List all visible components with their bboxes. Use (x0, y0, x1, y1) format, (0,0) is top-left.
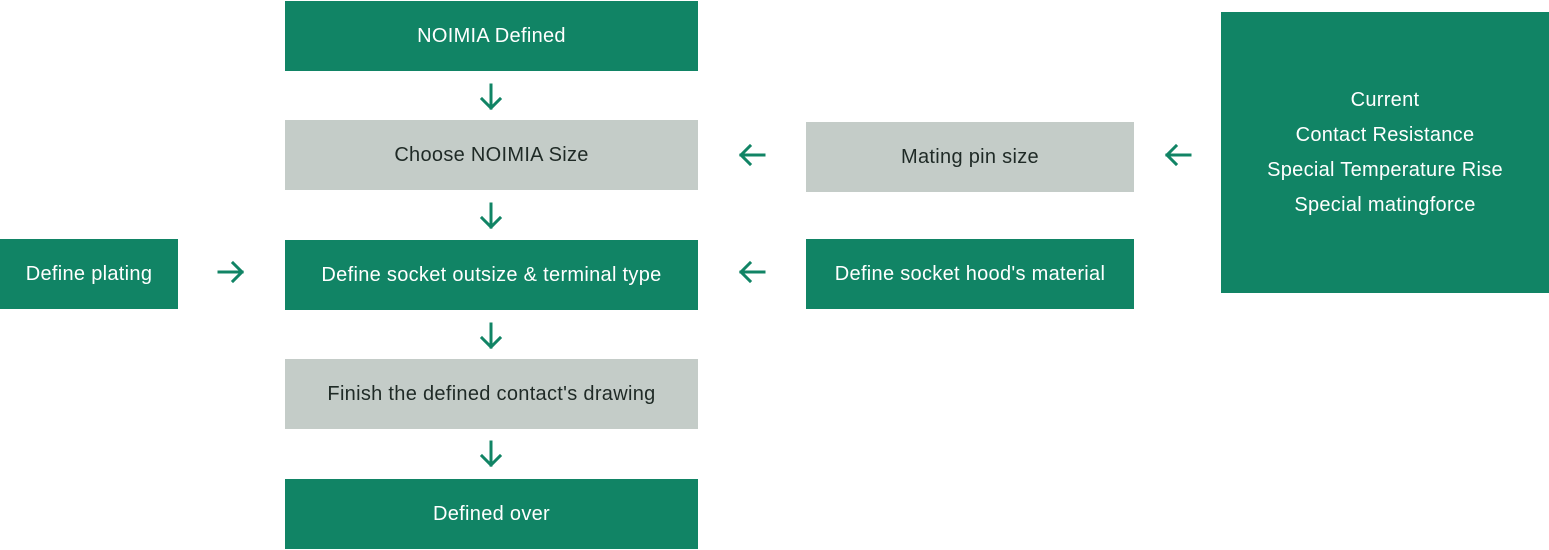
arrow-down-icon (476, 321, 506, 351)
requirement-item: Special matingforce (1294, 193, 1476, 216)
arrow-down-icon (476, 439, 506, 469)
node-label: Define socket outsize & terminal type (321, 263, 662, 286)
node-choose-size: Choose NOIMIA Size (285, 120, 698, 190)
node-label: Finish the defined contact's drawing (327, 382, 656, 405)
node-define-plating: Define plating (0, 239, 178, 309)
node-define-socket: Define socket outsize & terminal type (285, 240, 698, 310)
node-defined-over: Defined over (285, 479, 698, 549)
node-label: NOIMIA Defined (417, 24, 566, 47)
node-mating-pin-size: Mating pin size (806, 122, 1134, 192)
arrow-left-icon (737, 257, 767, 287)
requirement-item: Contact Resistance (1295, 123, 1475, 146)
arrow-down-icon (476, 201, 506, 231)
node-label: Defined over (433, 502, 550, 525)
node-label: Mating pin size (901, 145, 1039, 168)
arrow-left-icon (1163, 140, 1193, 170)
requirement-item: Special Temperature Rise (1267, 158, 1503, 181)
node-noimia-defined: NOIMIA Defined (285, 1, 698, 71)
requirement-item: Current (1350, 88, 1420, 111)
arrow-left-icon (737, 140, 767, 170)
arrow-down-icon (476, 82, 506, 112)
node-label: Define socket hood's material (834, 262, 1106, 285)
arrow-right-icon (216, 257, 246, 287)
node-label: Choose NOIMIA Size (394, 143, 589, 166)
node-requirements: Current Contact Resistance Special Tempe… (1221, 12, 1549, 293)
node-socket-hood-material: Define socket hood's material (806, 239, 1134, 309)
node-label: Define plating (25, 262, 153, 285)
node-finish-drawing: Finish the defined contact's drawing (285, 359, 698, 429)
